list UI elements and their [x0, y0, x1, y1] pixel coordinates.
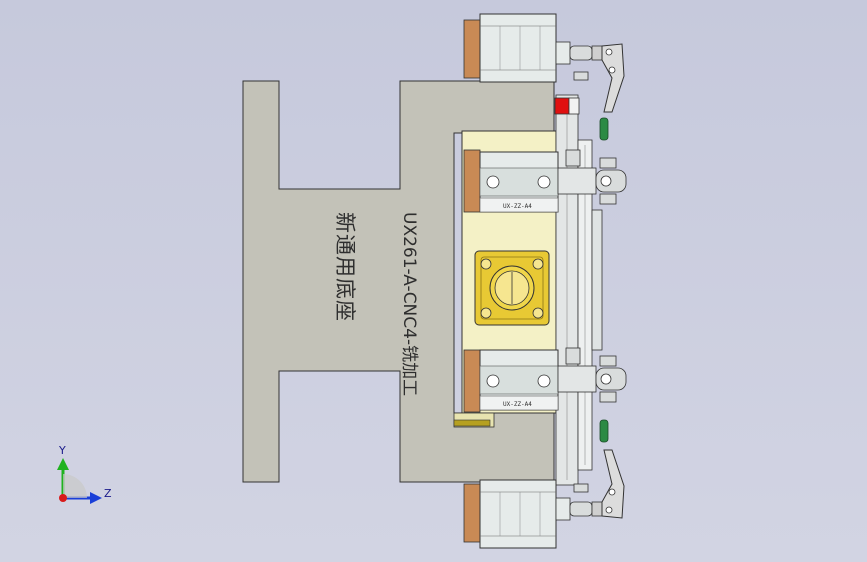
lower-mid-cylinder: UX-ZZ-A4 [463, 347, 627, 413]
cylinder-label-upper: UX-ZZ-A4 [503, 203, 532, 210]
cylinder-label-lower: UX-ZZ-A4 [503, 401, 532, 408]
upper-mid-cylinder: UX-ZZ-A4 [463, 149, 627, 213]
top-cylinder [463, 13, 593, 83]
top-clamp [573, 43, 625, 141]
engraving-code: UX261-A-CNC4-铣加工 [399, 212, 419, 396]
red-stop-block [554, 97, 580, 115]
engraving-line-1: UX261-A-CNC4-铣加工 [399, 212, 419, 396]
engraving-name: 新通用底座 [333, 212, 357, 322]
engraving-line-2: 新通用底座 [333, 212, 357, 322]
axis-z-label: Z [104, 487, 112, 500]
bottom-cylinder [463, 479, 593, 549]
bottom-clamp [573, 419, 625, 519]
gold-workpiece [474, 250, 550, 326]
axis-triad: Y Z [57, 444, 112, 504]
axis-y-label: Y [58, 444, 66, 457]
